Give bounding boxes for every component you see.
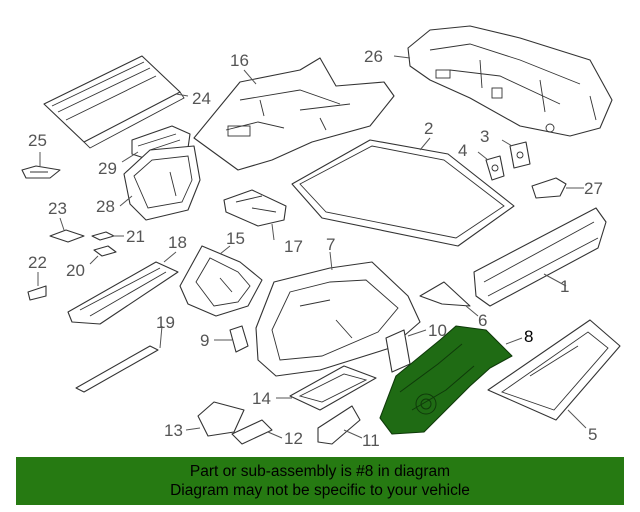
callout-9: 9 — [200, 331, 209, 350]
callout-13: 13 — [164, 421, 183, 440]
callout-15: 15 — [226, 229, 245, 248]
callout-27: 27 — [584, 179, 603, 198]
part-14-floor-pan — [289, 365, 377, 411]
callout-2: 2 — [424, 119, 433, 138]
part-10-panel — [385, 329, 411, 373]
part-7-side-trim — [255, 261, 421, 377]
part-5-spare-tub — [487, 319, 621, 421]
part-13-bracket — [197, 401, 245, 437]
callout-22: 22 — [28, 253, 47, 272]
part-16-floor-carpet — [193, 57, 395, 171]
callout-12: 12 — [284, 429, 303, 448]
part-21-pad — [91, 231, 115, 241]
part-6-wedge — [419, 281, 471, 307]
callout-1: 1 — [560, 277, 569, 296]
part-11-bracket — [317, 405, 361, 445]
leader-lines — [37, 55, 587, 439]
part-1-rear-panel — [473, 207, 607, 307]
part-3-clip — [509, 141, 531, 169]
callout-11: 11 — [362, 431, 380, 450]
callout-18: 18 — [168, 233, 187, 252]
part-4-clip — [485, 155, 505, 181]
callout-25: 25 — [28, 131, 47, 150]
part-18-sill-trim — [67, 261, 179, 325]
part-23-pad — [49, 229, 85, 243]
part-12-block — [231, 419, 273, 445]
info-banner: Part or sub-assembly is #8 in diagram Di… — [16, 457, 624, 505]
callout-6: 6 — [478, 311, 487, 330]
callout-10: 10 — [428, 321, 447, 340]
callout-24: 24 — [192, 89, 211, 108]
part-22-pad — [27, 285, 47, 301]
part-9-clip — [229, 325, 249, 353]
callout-23: 23 — [48, 199, 67, 218]
part-28-storage-box — [123, 145, 201, 221]
callout-20: 20 — [66, 261, 85, 280]
part-27-bracket — [531, 177, 567, 199]
parts-diagram: 1 2 3 4 5 6 7 8 9 10 11 12 13 14 15 16 1… — [21, 25, 621, 450]
callout-21: 21 — [126, 227, 145, 246]
part-25-bracket — [21, 165, 61, 179]
callout-4: 4 — [458, 141, 467, 160]
callout-17: 17 — [284, 237, 303, 256]
callout-8: 8 — [524, 327, 533, 346]
callout-28: 28 — [96, 197, 115, 216]
part-15-tub — [179, 245, 263, 317]
part-17-box — [223, 189, 287, 227]
callout-3: 3 — [480, 127, 489, 146]
callout-26: 26 — [364, 47, 383, 66]
callout-29: 29 — [98, 159, 117, 178]
callout-labels: 1 2 3 4 5 6 7 8 9 10 11 12 13 14 15 16 1… — [28, 47, 603, 450]
callout-16: 16 — [230, 51, 249, 70]
part-8-highlighted — [379, 325, 513, 435]
part-24-cargo-cover — [43, 55, 185, 149]
part-20-pad — [93, 245, 117, 257]
callout-5: 5 — [588, 425, 597, 444]
part-26-floor-panel — [407, 25, 613, 137]
part-19-strip — [75, 345, 159, 393]
part-2-trunk-mat — [291, 139, 515, 247]
callout-7: 7 — [326, 235, 335, 254]
callout-19: 19 — [156, 313, 175, 332]
banner-line-part: Part or sub-assembly is #8 in diagram — [189, 463, 451, 480]
callout-14: 14 — [252, 389, 271, 408]
banner-line-disclaimer: Diagram may not be specific to your vehi… — [170, 482, 470, 499]
